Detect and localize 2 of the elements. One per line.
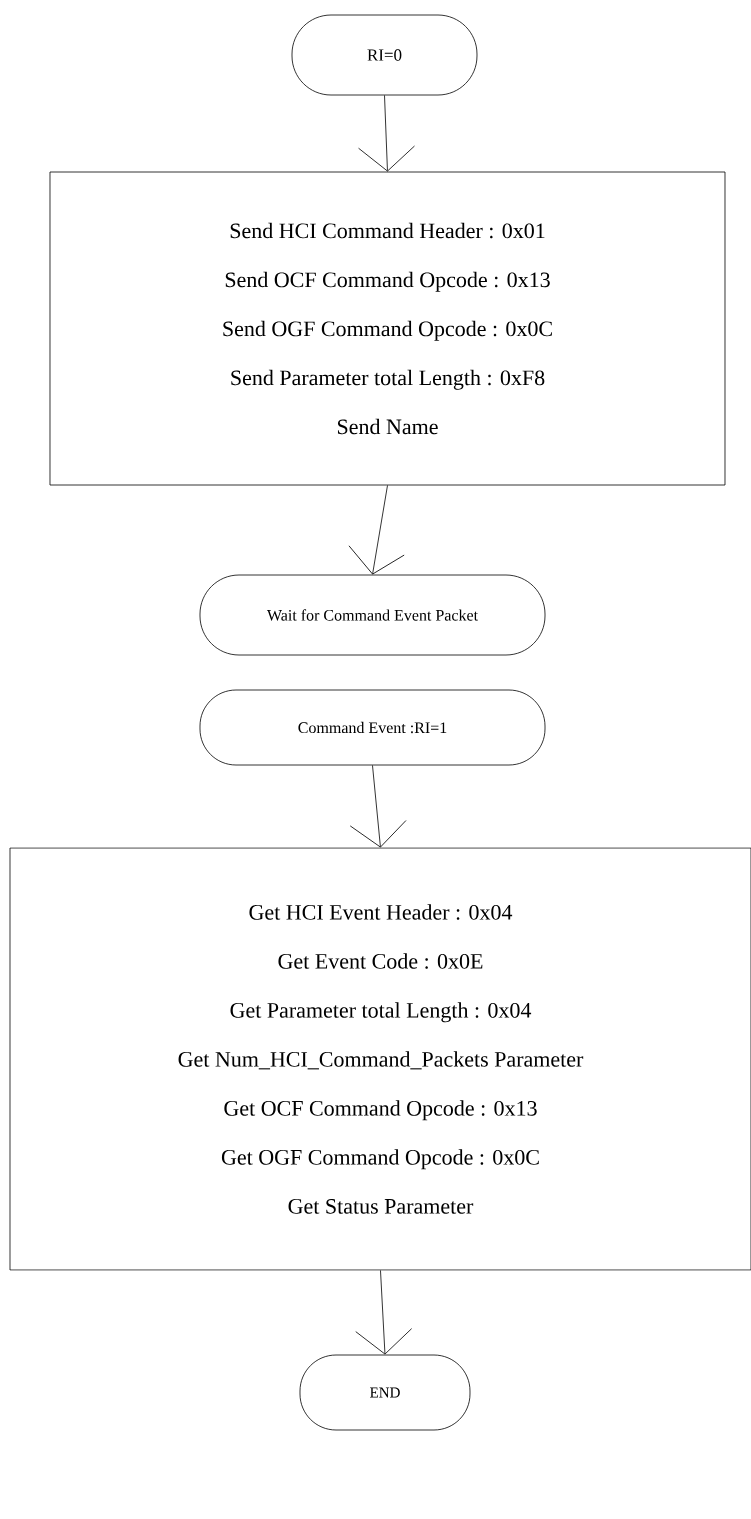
process-box: Get HCI Event Header : 0x04 Get Event Code : 0x0E Get Parameter total Length : 0x04 Get Num_HCI_Command_Packets Parameter Get OCF Command Opcode : 0x13 Get OGF Command Opcode : 0x0C Get Status Parameter xyxy=(9,847,751,1271)
process-box: Send HCI Command Header : 0x01 Send OCF Command Opcode : 0x13 Send OGF Command Opcode : 0x0C Send Parameter total Length : 0xF8 Send Name xyxy=(49,171,726,486)
